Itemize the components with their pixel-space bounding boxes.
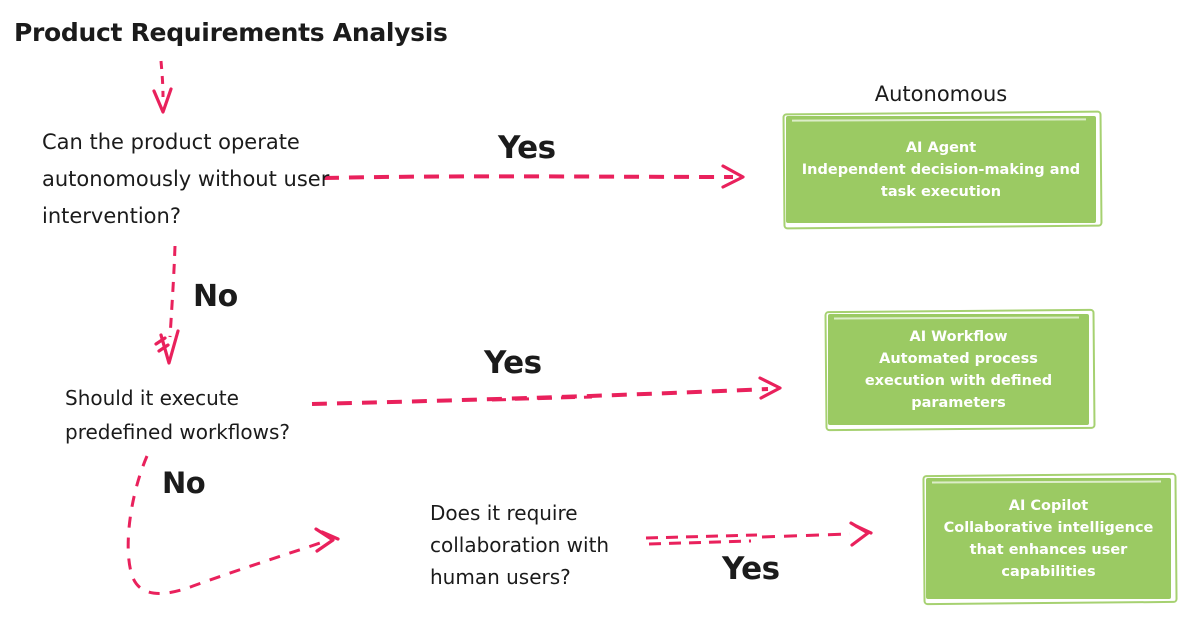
diagram-title: Product Requirements Analysis — [14, 18, 448, 47]
arrow-start-down-icon — [152, 60, 173, 114]
question-collaboration: Does it require collaboration with human… — [430, 501, 610, 589]
label-no-q2: No — [162, 466, 206, 500]
outcome-ai-agent: AI Agent Independent decision-making and… — [786, 116, 1096, 223]
label-autonomous: Autonomous — [874, 82, 1008, 106]
question-autonomy: Can the product operate autonomously wit… — [42, 130, 330, 228]
question-workflows: Should it execute predefined workflows? — [65, 386, 291, 444]
arrow-yes-q2-icon — [311, 376, 782, 406]
outcome-description: Automated process execution with defined… — [864, 350, 1053, 411]
label-yes-q2: Yes — [484, 345, 542, 381]
arrow-yes-q3-icon — [645, 521, 873, 547]
outcome-description: Collaborative intelligence that enhances… — [943, 519, 1154, 580]
arrow-no-q1-icon — [154, 245, 180, 365]
label-yes-q3: Yes — [722, 551, 780, 587]
arrow-no-q2-curve-icon — [126, 455, 340, 595]
arrow-yes-q1-icon — [323, 164, 745, 189]
outcome-ai-copilot: AI Copilot Collaborative intelligence th… — [926, 478, 1171, 599]
outcome-ai-workflow: AI Workflow Automated process execution … — [828, 314, 1089, 425]
outcome-title: AI Agent — [905, 139, 977, 156]
label-no-q1: No — [193, 279, 238, 314]
label-yes-q1: Yes — [498, 130, 556, 166]
outcome-title: AI Copilot — [1008, 497, 1089, 514]
outcome-description: Independent decision-making and task exe… — [801, 161, 1081, 200]
outcome-title: AI Workflow — [909, 328, 1008, 345]
